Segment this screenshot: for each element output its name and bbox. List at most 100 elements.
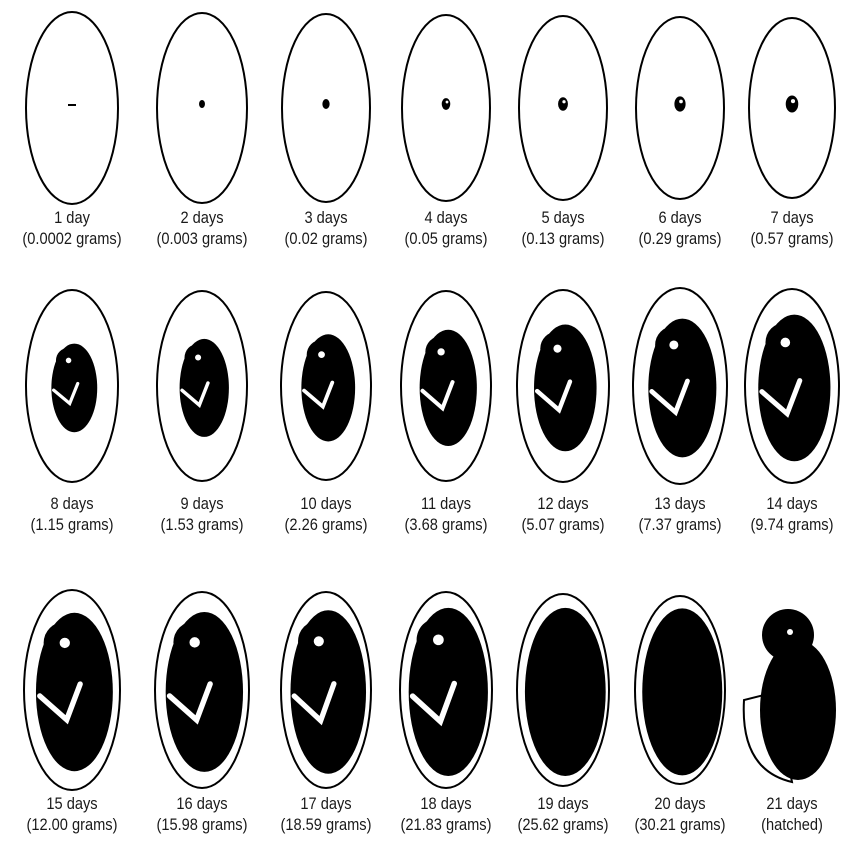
- stage-weight: (25.62 grams): [507, 814, 619, 835]
- embryo-eye-icon: [669, 340, 679, 350]
- egg-stage: [282, 14, 370, 202]
- stage-day: 10 days: [270, 493, 382, 514]
- stage-weight: (5.07 grams): [507, 514, 619, 535]
- egg-stage: [26, 12, 118, 204]
- embryo-eye-icon: [65, 357, 72, 364]
- stage-weight: (18.59 grams): [270, 814, 382, 835]
- stage-day: 4 days: [390, 207, 502, 228]
- embryo-eye-icon: [437, 347, 446, 356]
- stage-weight: (21.83 grams): [390, 814, 502, 835]
- stage-label: 4 days(0.05 grams): [390, 207, 502, 249]
- egg-stage: [157, 13, 247, 203]
- stage-weight: (0.02 grams): [270, 228, 382, 249]
- embryo-eye-icon: [194, 354, 202, 362]
- embryo-eye-icon: [317, 351, 325, 359]
- egg-stage: [281, 292, 371, 480]
- egg-shell: [26, 12, 118, 204]
- stage-label: 15 days(12.00 grams): [16, 793, 128, 835]
- stage-weight: (30.21 grams): [624, 814, 736, 835]
- stage-label: 6 days(0.29 grams): [624, 207, 736, 249]
- stage-weight: (12.00 grams): [16, 814, 128, 835]
- stage-label: 11 days(3.68 grams): [390, 493, 502, 535]
- stage-label: 9 days(1.53 grams): [146, 493, 258, 535]
- egg-stage: [401, 291, 491, 481]
- stage-day: 8 days: [16, 493, 128, 514]
- stage-day: 5 days: [507, 207, 619, 228]
- stage-weight: (hatched): [736, 814, 845, 835]
- embryo-eye-icon: [679, 100, 683, 104]
- stage-day: 16 days: [146, 793, 258, 814]
- egg-stage: [24, 590, 120, 790]
- stage-weight: (1.53 grams): [146, 514, 258, 535]
- stage-label: 10 days(2.26 grams): [270, 493, 382, 535]
- stage-weight: (15.98 grams): [146, 814, 258, 835]
- stage-label: 3 days(0.02 grams): [270, 207, 382, 249]
- stage-day: 19 days: [507, 793, 619, 814]
- embryo-eye-icon: [432, 634, 444, 646]
- egg-stage: [281, 592, 371, 788]
- stage-label: 16 days(15.98 grams): [146, 793, 258, 835]
- chick-head: [762, 609, 814, 661]
- embryo-shape: [442, 98, 451, 110]
- embryo-shape: [558, 97, 568, 111]
- stage-weight: (3.68 grams): [390, 514, 502, 535]
- embryo-eye-icon: [553, 344, 563, 354]
- embryo-shape: [68, 104, 76, 106]
- embryo-shape: [786, 95, 799, 112]
- egg-stage: [749, 18, 835, 198]
- egg-stage: [402, 15, 490, 201]
- embryo-eye-icon: [313, 635, 325, 647]
- embryo-shape: [199, 100, 205, 108]
- stage-weight: (7.37 grams): [624, 514, 736, 535]
- embryo-eye-icon: [562, 100, 565, 103]
- stage-day: 14 days: [736, 493, 845, 514]
- stage-label: 1 day(0.0002 grams): [16, 207, 128, 249]
- egg-stage: [633, 288, 727, 484]
- stage-weight: (1.15 grams): [16, 514, 128, 535]
- stage-label: 7 days(0.57 grams): [736, 207, 845, 249]
- stage-day: 6 days: [624, 207, 736, 228]
- stage-weight: (0.29 grams): [624, 228, 736, 249]
- stage-day: 18 days: [390, 793, 502, 814]
- stage-label: 17 days(18.59 grams): [270, 793, 382, 835]
- stage-day: 21 days: [736, 793, 845, 814]
- stage-day: 15 days: [16, 793, 128, 814]
- egg-stage: [635, 596, 725, 784]
- stage-day: 9 days: [146, 493, 258, 514]
- stage-label: 18 days(21.83 grams): [390, 793, 502, 835]
- embryo-shape: [322, 99, 329, 109]
- stage-weight: (2.26 grams): [270, 514, 382, 535]
- embryo-eye-icon: [780, 337, 791, 348]
- embryo-eye-icon: [189, 636, 201, 648]
- egg-stage: [745, 289, 839, 483]
- stage-weight: (9.74 grams): [736, 514, 845, 535]
- egg-stage: [157, 291, 247, 481]
- chick-eye-icon: [787, 629, 793, 635]
- stage-label: 2 days(0.003 grams): [146, 207, 258, 249]
- stage-weight: (0.003 grams): [146, 228, 258, 249]
- embryo-eye-icon: [791, 99, 795, 103]
- stage-weight: (0.05 grams): [390, 228, 502, 249]
- stage-label: 20 days(30.21 grams): [624, 793, 736, 835]
- stage-label: 21 days(hatched): [736, 793, 845, 835]
- stage-day: 11 days: [390, 493, 502, 514]
- embryo-shape: [674, 96, 685, 111]
- embryo-shape: [642, 608, 722, 775]
- egg-stage: [26, 290, 118, 482]
- stage-day: 1 day: [16, 207, 128, 228]
- stage-label: 14 days(9.74 grams): [736, 493, 845, 535]
- chick-body: [760, 640, 836, 780]
- stage-day: 17 days: [270, 793, 382, 814]
- stage-day: 7 days: [736, 207, 845, 228]
- stage-label: 8 days(1.15 grams): [16, 493, 128, 535]
- stage-label: 19 days(25.62 grams): [507, 793, 619, 835]
- stage-day: 13 days: [624, 493, 736, 514]
- stage-label: 12 days(5.07 grams): [507, 493, 619, 535]
- stage-weight: (0.0002 grams): [16, 228, 128, 249]
- egg-stage: [155, 592, 249, 788]
- stage-day: 2 days: [146, 207, 258, 228]
- embryo-eye-icon: [59, 637, 71, 649]
- egg-stage: [400, 592, 492, 788]
